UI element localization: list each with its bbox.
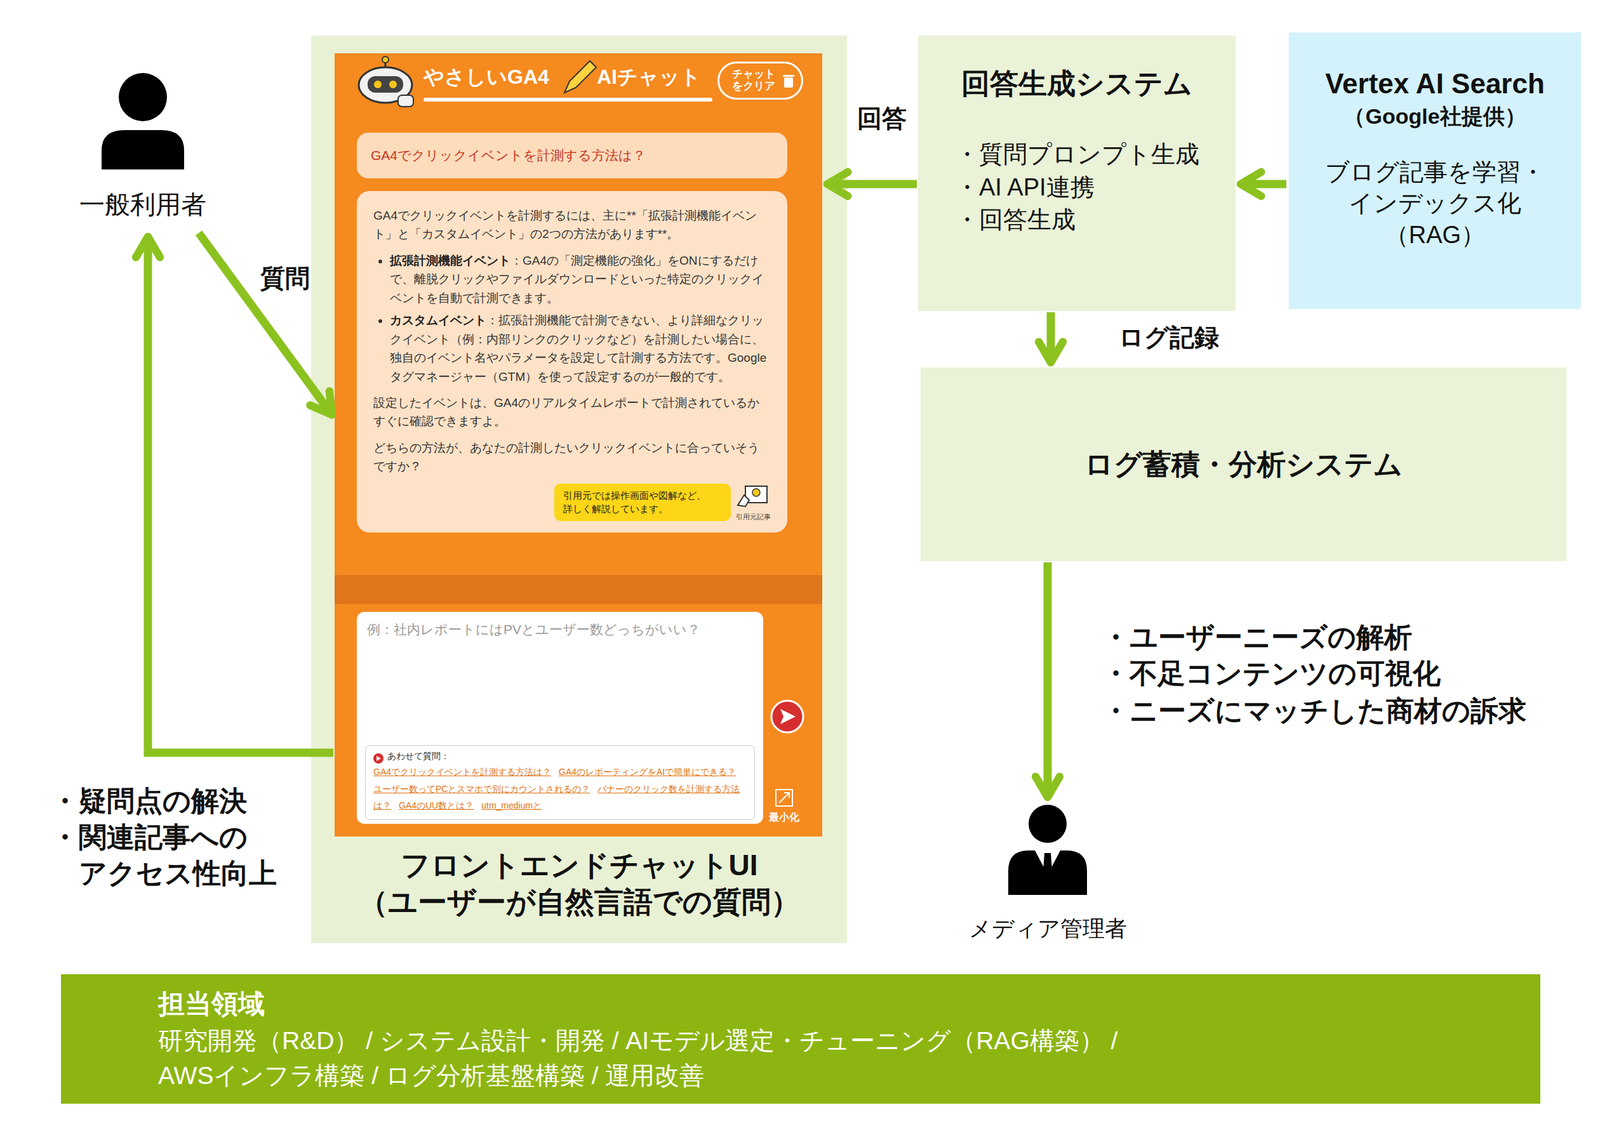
person-head [118,73,167,122]
responsibility-band-text: 研究開発（R&D） / システム設計・開発 / AIモデル選定・チューニング（R… [158,1024,1238,1094]
robot-hand [398,95,414,107]
trash-lid [782,74,795,77]
flow-arrow [198,233,329,411]
minimize-icon [775,789,793,807]
trash-body [784,77,794,88]
edge-label: 回答 [857,101,907,136]
vertex-box-text: ブログ記事を学習・ インデックス化 （RAG） [1320,156,1550,251]
robot-visor [367,76,404,93]
related-questions-text: GA4のレポーティングをAIで簡単にできる？ [558,766,736,778]
benefit-note: ・ユーザーニーズの解析 [1101,619,1600,656]
user-actor-text: 一般利用者 [69,187,216,223]
clear-button-text: チャットをクリア [732,68,778,93]
related-questions-text: GA4でクリックイベントを計測する方法は？ [373,766,552,778]
answer-bubble-text: 拡張計測機能イベント [389,253,511,268]
manager-icon [966,801,1129,910]
question-bubble: GA4でクリックイベントを計測する方法は？ [356,132,788,179]
answer-bubble-text: GA4でクリックイベントを計測するには、主に**「拡張計測機能イベント」と「カス… [373,206,771,244]
related-questions: あわせて質問： GA4でクリックイベントを計測する方法は？ GA4のレポーティングを… [365,745,755,821]
flow-arrow [832,180,917,189]
robot-eye [373,80,382,89]
frontend-panel-text: フロントエンドチャットUI （ユーザーが自然言語での質問） [311,847,847,921]
benefit-note: ・関連記事への アクセス性向上 [50,819,333,892]
answer-list-item: カスタムイベント：拡張計測機能で計測できない、より詳細なクリックイベント（例：内… [389,311,771,387]
answer-list: 拡張計測機能イベント：GA4の「測定機能の強化」をONにするだけで、離脱クリック… [373,251,771,387]
answer-paragraph: どちらの方法が、あなたの計測したいクリックイベントに合っていそうですか？ [373,438,771,477]
clear-button: チャットをクリア [717,61,804,100]
robot-eye [389,80,397,89]
question-bubble-text: GA4でクリックイベントを計測する方法は？ [370,146,646,165]
title-underline [423,97,713,102]
related-icon [373,753,384,764]
flow-arrow [1245,180,1287,189]
minimize-arrow [779,793,790,804]
flow-arrow [1043,562,1053,793]
robot-antenna-tip [382,56,389,63]
chat-window-text: AIチャット [596,63,701,92]
source-callout: 引用元では操作画面や図解など、 詳しく解説しています。引用元記事 [373,483,771,522]
input-box-text: 例：社内レポートにはPVとユーザー数どっちがいい？ [366,620,701,639]
media-manager-text: メディア管理者 [966,914,1129,945]
send-button [771,700,804,733]
pencil-icon [564,60,597,93]
responsibility-band: 担当領域研究開発（R&D） / システム設計・開発 / AIモデル選定・チューニ… [60,974,1541,1105]
log-system-box-text: ログ蓄積・分析システム [1084,445,1403,484]
answer-system-box-text: ・質問プロンプト生成 [918,138,1236,172]
chat-shadow-band [334,575,823,605]
answer-system-box-text: 回答生成システム [918,64,1236,103]
manager-suit [1008,850,1087,896]
person-icon [69,66,216,181]
related-questions-text: GA4のUU数とは？ [398,800,474,811]
answer-paragraph: 設定したイベントは、GA4のリアルタイムレポートで計測されているかすぐに確認でき… [373,393,771,432]
answer-list-item: 拡張計測機能イベント：GA4の「測定機能の強化」をONにするだけで、離脱クリック… [389,251,771,308]
answer-paragraph: GA4でクリックイベントを計測するには、主に**「拡張計測機能イベント」と「カス… [373,206,771,244]
related-questions-text: ユーザー数ってPCとスマホで別にカウントされるの？ [373,784,590,795]
log-system-box: ログ蓄積・分析システム [920,367,1567,562]
user-actor: 一般利用者 [69,66,216,232]
benefit-note: ・不足コンテンツの可視化 [1101,655,1600,692]
answer-bubble: GA4でクリックイベントを計測するには、主に**「拡張計測機能イベント」と「カス… [356,191,788,533]
send-arrow [780,709,796,725]
vertex-box-text: （Google社提供） [1295,102,1575,132]
related-icon-circle [373,753,384,764]
manager-head [1028,805,1067,844]
benefit-note: ・ニーズにマッチした商材の訴求 [1101,692,1600,729]
edge-label: ログ記録 [1118,320,1220,355]
manager-tie [1042,853,1053,887]
input-box: 例：社内レポートにはPVとユーザー数どっちがいい？ あわせて質問： GA4でクリック… [356,612,764,825]
chat-window-text: やさしいGA4 [423,63,550,92]
related-questions-text: utm_mediumと [481,800,542,811]
benefit-note: ・疑問点の解決 [50,782,333,820]
chat-window: やさしいGA4 AIチャット最小化 チャットをクリア GA4でクリックイベントを計測す… [334,53,823,837]
vertex-box: Vertex AI Search（Google社提供） ブログ記事を学習・ インデ… [1288,32,1581,310]
chat-window-text: 最小化 [768,811,800,825]
edge-label: 質問 [260,261,310,296]
source-callout-text: 引用元記事 [735,485,771,522]
related-questions-text: あわせて質問： [373,751,747,763]
callout-icon [735,483,771,511]
answer-bubble-text: 設定したイベントは、GA4のリアルタイムレポートで計測されているかすぐに確認でき… [373,393,771,432]
callout-hand [737,495,750,507]
flow-arrow [147,241,334,754]
answer-system-box-text: ・AI API連携 [918,171,1236,205]
vertex-box-text: Vertex AI Search [1295,67,1575,100]
answer-bubble-text: どちらの方法が、あなたの計測したいクリックイベントに合っていそうですか？ [373,438,771,477]
responsibility-band-text: 担当領域 [158,988,1541,1021]
answer-system-box-text: ・回答生成 [918,203,1236,237]
trash-icon [782,73,796,89]
source-callout-text: 引用元では操作画面や図解など、 詳しく解説しています。 [554,483,731,522]
media-manager: メディア管理者 [966,801,1129,954]
related-icon-arrow [376,756,381,762]
frontend-panel: フロントエンドチャットUI （ユーザーが自然言語での質問） やさしいGA4 AIチャ… [311,35,847,944]
answer-bubble-text: カスタムイベント [389,313,487,327]
callout-bulb [752,488,760,497]
person-body [101,130,185,170]
answer-system-box: 回答生成システム・質問プロンプト生成・AI API連携・回答生成 [918,35,1236,312]
flow-arrow [1046,312,1056,358]
